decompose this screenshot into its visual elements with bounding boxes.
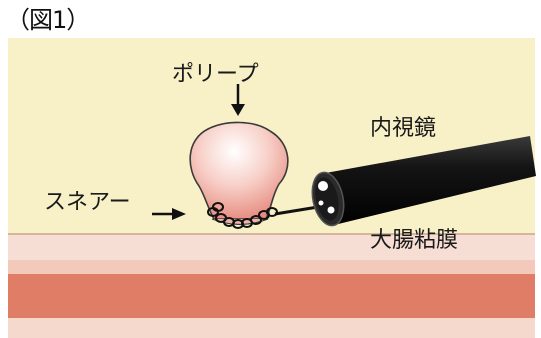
mucosa-layer [8,234,535,260]
endoscope-label: 内視鏡 [370,116,437,141]
snare-loop [207,202,278,229]
figure-title: （図1） [6,6,90,34]
endoscope-lens-icon [318,181,328,191]
snare-wire [274,205,319,216]
endoscope-light-icon [327,206,335,214]
snare-arrow-icon [152,208,186,220]
colon-mucosa-label: 大腸粘膜 [370,228,459,253]
polyp-label: ポリープ [172,62,259,87]
polyp-arrow-icon [231,84,245,116]
polyp [189,121,289,220]
endoscope [320,136,536,226]
snare-label: スネアー [44,190,131,215]
muscle-layer [8,274,535,318]
